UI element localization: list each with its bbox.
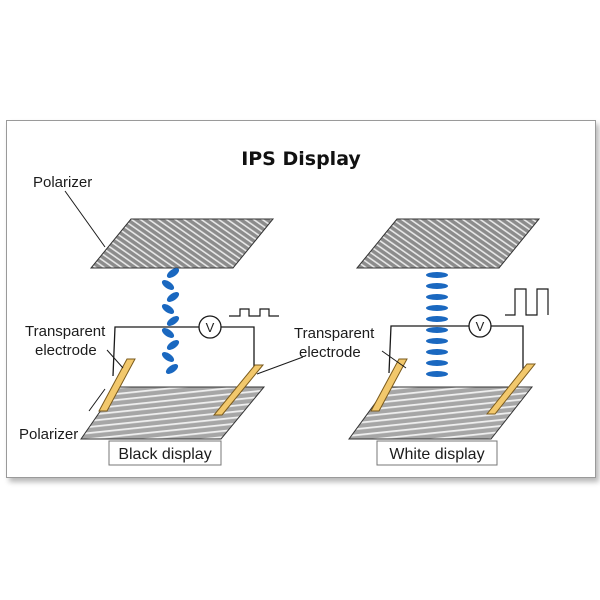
leader-polarizer-top: [64, 190, 106, 248]
voltage-waveform-large: [505, 288, 549, 316]
transparent-electrode-right-b: [485, 363, 537, 415]
bottom-polarizer-left: [80, 386, 266, 440]
voltmeter-left: [198, 315, 222, 339]
bottom-polarizer-right: [348, 386, 534, 440]
voltmeter-left-label: V: [206, 320, 215, 335]
panel-black-display: V Black display: [80, 218, 279, 466]
leader-electrode-right-to-left: [256, 356, 304, 375]
caption-white-display: White display: [389, 446, 484, 463]
voltmeter-right: [468, 314, 492, 338]
label-electrode-left-line2: electrode: [35, 342, 97, 359]
top-polarizer-left: [89, 218, 275, 269]
caption-box-black: [108, 440, 222, 466]
label-electrode-right-line1: Transparent: [294, 325, 375, 342]
leader-polarizer-bottom: [88, 388, 106, 412]
leader-electrode-right-to-right: [381, 350, 407, 369]
liquid-crystal-helix: [161, 268, 180, 374]
caption-box-white: [376, 440, 498, 466]
label-polarizer-top: Polarizer: [33, 174, 92, 191]
ips-display-figure: IPS Display V Black: [6, 120, 596, 478]
label-electrode-right-line2: electrode: [299, 344, 361, 361]
label-polarizer-bottom: Polarizer: [19, 426, 78, 443]
transparent-electrode-right-a: [370, 358, 408, 412]
label-electrode-left-line1: Transparent: [25, 323, 106, 340]
transparent-electrode-left-a: [98, 358, 136, 412]
liquid-crystal-stack: [426, 272, 448, 377]
panel-white-display: V White display: [348, 218, 549, 466]
diagram-title: IPS Display: [241, 148, 361, 170]
leader-electrode-left: [106, 349, 124, 369]
voltmeter-right-label: V: [476, 319, 485, 334]
voltage-waveform-small: [229, 308, 279, 317]
top-polarizer-right: [355, 218, 541, 269]
transparent-electrode-left-b: [212, 364, 265, 416]
caption-black-display: Black display: [118, 446, 211, 463]
